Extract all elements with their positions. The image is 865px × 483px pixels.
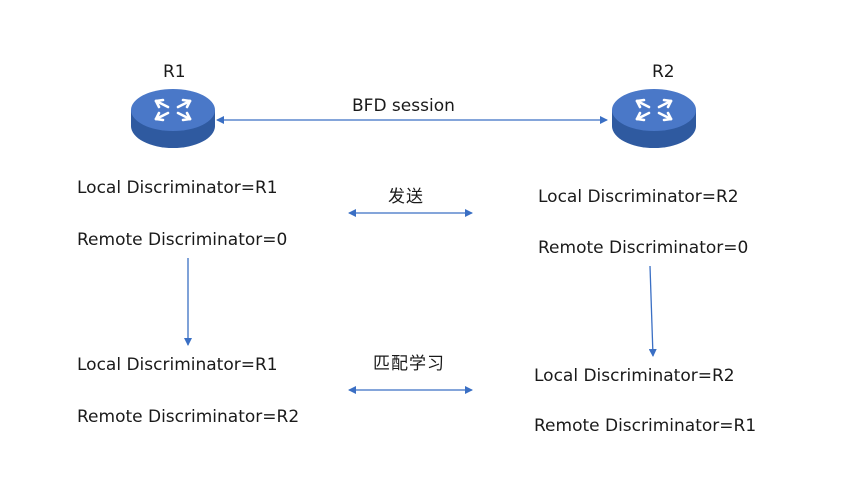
r1-after-local: Local Discriminator=R1 bbox=[77, 355, 278, 375]
r2-after-remote: Remote Discriminator=R1 bbox=[534, 416, 757, 436]
r2-before-remote: Remote Discriminator=0 bbox=[538, 238, 749, 258]
r2-before-local: Local Discriminator=R2 bbox=[538, 187, 739, 207]
router-icon bbox=[131, 89, 215, 148]
r2-label: R2 bbox=[652, 62, 675, 82]
r1-after-remote: Remote Discriminator=R2 bbox=[77, 407, 300, 427]
router-icon bbox=[612, 89, 696, 148]
r2-transition-arrow bbox=[648, 265, 657, 357]
bfd-session-label: BFD session bbox=[352, 96, 455, 116]
r2-after-local: Local Discriminator=R2 bbox=[534, 366, 735, 386]
r1-label: R1 bbox=[163, 62, 186, 82]
r1-before-remote: Remote Discriminator=0 bbox=[77, 230, 288, 250]
r1-before-local: Local Discriminator=R1 bbox=[77, 178, 278, 198]
match-label: 匹配学习 bbox=[373, 354, 445, 374]
send-label: 发送 bbox=[388, 187, 424, 207]
